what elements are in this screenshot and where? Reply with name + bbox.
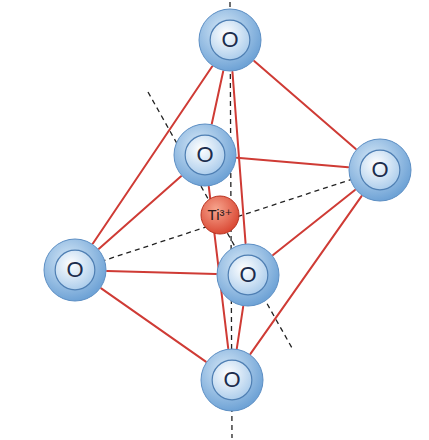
octahedron-edge [254, 61, 356, 149]
octahedron-edge [212, 71, 223, 123]
atom-label: O [221, 27, 238, 53]
ion-label: Ti³⁺ [208, 206, 233, 224]
octahedron-edge [107, 271, 216, 274]
oxygen-atom: O [198, 8, 262, 72]
atom-label: O [66, 257, 83, 283]
oxygen-atom: O [216, 243, 280, 307]
atom-label: O [239, 262, 256, 288]
octahedron-edge [237, 307, 243, 349]
oxygen-atom: O [348, 138, 412, 202]
octahedron-edge [99, 176, 181, 249]
octahedron-edge [237, 158, 348, 168]
oxygen-atom: O [200, 348, 264, 412]
oxygen-atom: O [173, 123, 237, 187]
octahedron-edge [101, 288, 206, 361]
oxygen-atom: O [43, 238, 107, 302]
titanium-ion: Ti³⁺ [200, 195, 240, 235]
atom-label: O [196, 142, 213, 168]
atom-label: O [223, 367, 240, 393]
atom-label: O [371, 157, 388, 183]
